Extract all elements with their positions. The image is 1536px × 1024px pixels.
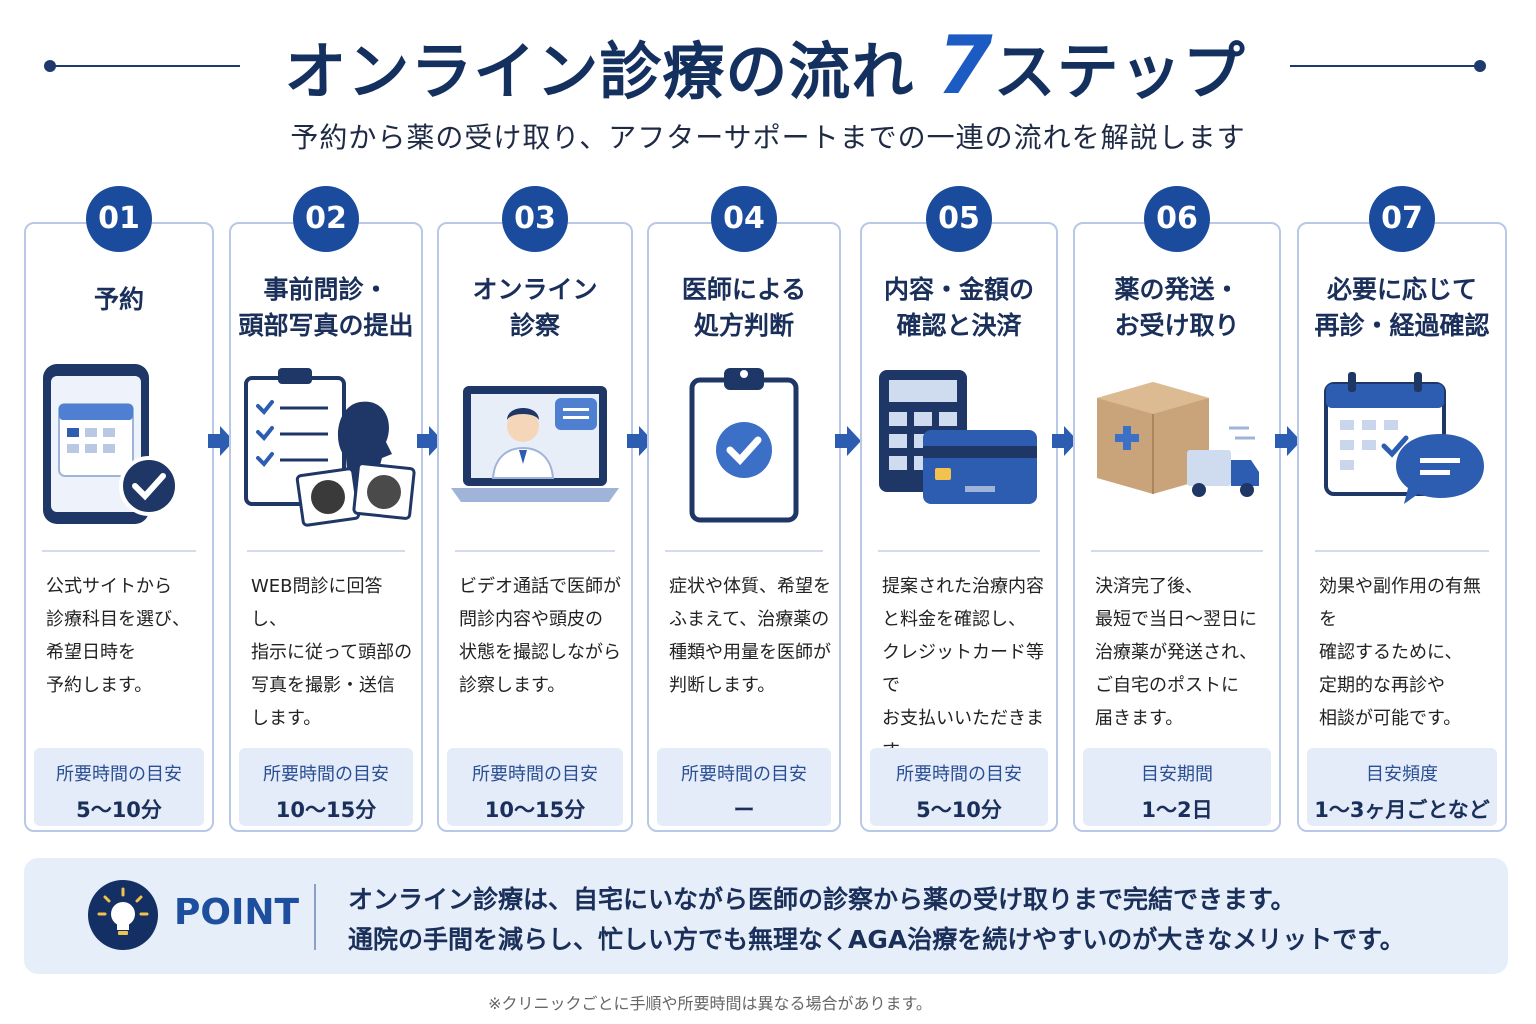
step-arrow-icon (206, 426, 234, 456)
footnote: ※クリニックごとに手順や所要時間は異なる場合があります。 (488, 994, 932, 1013)
step-info-label: 所要時間の目安 (263, 764, 389, 785)
point-text: オンライン診療は、自宅にいながら医師の診察から薬の受け取りまで完結できます。 通… (348, 880, 1405, 960)
step-card-01: 予約公式サイトから 診療科目を選び、 希望日時を 予約します。所要時間の目安 5〜… (24, 222, 214, 832)
step-number-badge: 06 (1144, 186, 1210, 252)
step-info-box: 所要時間の目安 10〜15分 (447, 748, 623, 826)
step-number-badge: 04 (711, 186, 777, 252)
step-arrow-icon (833, 426, 861, 456)
step-divider (878, 550, 1040, 552)
point-box: POINT オンライン診療は、自宅にいながら医師の診察から薬の受け取りまで完結で… (24, 858, 1508, 974)
step-title: 事前問診・ 頭部写真の提出 (238, 275, 414, 340)
step-info-value: 5〜10分 (76, 798, 162, 822)
step-description: WEB問診に回答し、 指示に従って頭部の 写真を撮影・送信 します。 (251, 576, 413, 729)
point-line-2: 通院の手間を減らし、忙しい方でも無理なくAGA治療を続けやすいのが大きなメリット… (348, 925, 1405, 954)
step-divider (455, 550, 615, 552)
title-line-left (50, 65, 240, 67)
step-title: 必要に応じて 再診・経過確認 (1314, 275, 1490, 340)
step-title: 内容・金額の 確認と決済 (883, 275, 1034, 340)
step-arrow-icon (1050, 426, 1078, 456)
step-info-label: 所要時間の目安 (56, 764, 182, 785)
point-separator (314, 884, 316, 950)
step-card-02: 事前問診・ 頭部写真の提出 WEB問診に回答し、 指示に従って頭部の 写真を撮影・… (229, 222, 423, 832)
step-info-label: 目安頻度 (1366, 764, 1438, 785)
lightbulb-icon (88, 880, 158, 950)
step-card-05: 内容・金額の 確認と決済提案された治療内容 と料金を確認し、 クレジットカード等… (860, 222, 1058, 832)
calendar-chat-icon (1312, 354, 1492, 534)
step-description: 決済完了後、 最短で当日〜翌日に 治療薬が発送され、 ご自宅のポストに 届きます… (1095, 576, 1258, 729)
step-divider (247, 550, 405, 552)
point-label: POINT (174, 892, 300, 933)
step-number-badge: 07 (1369, 186, 1435, 252)
step-info-label: 目安期間 (1141, 764, 1213, 785)
step-description: 効果や副作用の有無を 確認するために、 定期的な再診や 相談が可能です。 (1319, 576, 1481, 729)
step-number-badge: 02 (293, 186, 359, 252)
page-title: オンライン診療の流れ 7ステップ (250, 22, 1280, 116)
title-dot-left (44, 60, 56, 72)
step-card-06: 薬の発送・ お受け取り決済完了後、 最短で当日〜翌日に 治療薬が発送され、 ご自… (1073, 222, 1281, 832)
step-info-label: 所要時間の目安 (681, 764, 807, 785)
step-info-box: 所要時間の目安 5〜10分 (870, 748, 1048, 826)
title-main: オンライン診療の流れ (284, 35, 915, 108)
step-info-box: 目安期間 1〜2日 (1083, 748, 1271, 826)
step-info-value: ー (733, 798, 755, 822)
questionnaire-photo-icon (236, 354, 416, 534)
step-title: 医師による 処方判断 (681, 275, 807, 340)
step-card-07: 必要に応じて 再診・経過確認効果や副作用の有無を 確認するために、 定期的な再診… (1297, 222, 1507, 832)
step-divider (665, 550, 823, 552)
step-info-box: 所要時間の目安ー (657, 748, 831, 826)
step-title: 薬の発送・ お受け取り (1114, 275, 1240, 340)
step-info-value: 10〜15分 (484, 798, 586, 822)
step-title: オンライン 診察 (472, 275, 598, 340)
step-number-badge: 03 (502, 186, 568, 252)
step-number-badge: 01 (86, 186, 152, 252)
step-info-box: 所要時間の目安 5〜10分 (34, 748, 204, 826)
step-divider (1315, 550, 1489, 552)
calendar-phone-icon (29, 354, 209, 534)
step-description: 公式サイトから 診療科目を選び、 希望日時を 予約します。 (46, 576, 190, 696)
laptop-doctor-icon (445, 354, 625, 534)
step-arrow-icon (1273, 426, 1301, 456)
point-line-1: オンライン診療は、自宅にいながら医師の診察から薬の受け取りまで完結できます。 (348, 885, 1296, 914)
step-title: 予約 (93, 285, 144, 314)
title-dot-right (1474, 60, 1486, 72)
step-info-value: 5〜10分 (916, 798, 1002, 822)
step-info-box: 目安頻度 1〜3ヶ月ごとなど (1307, 748, 1497, 826)
step-number-badge: 05 (926, 186, 992, 252)
title-row: オンライン診療の流れ 7ステップ (0, 22, 1536, 112)
clipboard-check-icon (654, 354, 834, 534)
step-card-03: オンライン 診察ビデオ通話で医師が 問診内容や頭皮の 状態を撮認しながら 診察し… (437, 222, 633, 832)
title-line-right (1290, 65, 1480, 67)
step-description: 提案された治療内容 と料金を確認し、 クレジットカード等で お支払いいただきます… (882, 576, 1044, 762)
step-divider (42, 550, 196, 552)
subtitle: 予約から薬の受け取り、アフターサポートまでの一連の流れを解説します (290, 121, 1246, 154)
step-info-box: 所要時間の目安 10〜15分 (239, 748, 413, 826)
step-info-label: 所要時間の目安 (896, 764, 1022, 785)
step-arrow-icon (415, 426, 443, 456)
step-description: ビデオ通話で医師が 問診内容や頭皮の 状態を撮認しながら 診察します。 (459, 576, 621, 696)
step-divider (1091, 550, 1263, 552)
calculator-card-icon (869, 354, 1049, 534)
step-info-value: 10〜15分 (275, 798, 377, 822)
step-description: 症状や体質、希望を ふまえて、治療薬の 種類や用量を医師が 判断します。 (669, 576, 831, 696)
step-card-04: 医師による 処方判断症状や体質、希望を ふまえて、治療薬の 種類や用量を医師が … (647, 222, 841, 832)
step-info-label: 所要時間の目安 (472, 764, 598, 785)
title-suffix: ステップ (993, 35, 1246, 108)
step-info-value: 1〜2日 (1141, 798, 1213, 822)
package-truck-icon (1087, 354, 1267, 534)
title-number: 7 (936, 19, 994, 112)
step-info-value: 1〜3ヶ月ごとなど (1314, 798, 1490, 822)
step-arrow-icon (625, 426, 653, 456)
